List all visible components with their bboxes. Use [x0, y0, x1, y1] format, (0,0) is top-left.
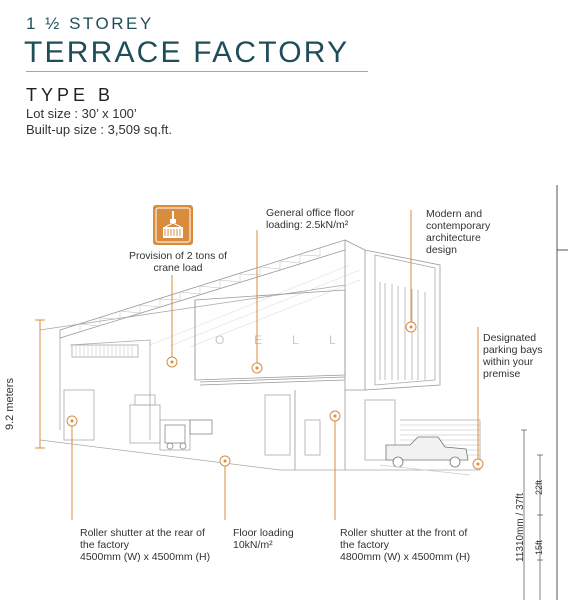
callout-line: General office floor: [266, 207, 355, 219]
callout-modern-design: Modern and contemporary architecture des…: [426, 208, 536, 256]
callout-line: the factory: [340, 539, 390, 551]
callout-floor-loading: Floor loading 10kN/m²: [233, 527, 323, 551]
callout-line: 10kN/m²: [233, 539, 273, 551]
height-dimension: 9.2 meters: [4, 378, 16, 430]
callout-line: 4800mm (W) x 4500mm (H): [340, 551, 471, 563]
storey-label: 1 ½ STOREY: [26, 14, 154, 33]
callout-line: Floor loading: [233, 527, 294, 539]
lower-dimension: 15ft: [534, 539, 544, 555]
callout-front-shutter: Roller shutter at the front of the facto…: [340, 527, 500, 563]
callout-line: Modern and: [426, 208, 483, 220]
svg-text:E: E: [254, 333, 262, 347]
side-dimension: 11310mm / 37ft: [515, 493, 526, 562]
type-label: TYPE B: [26, 85, 115, 105]
callout-line: Designated: [483, 332, 537, 344]
built-up-size: Built-up size : 3,509 sq.ft.: [26, 122, 172, 137]
callout-office-floor: General office floor loading: 2.5kN/m²: [266, 207, 406, 231]
callout-line: 4500mm (W) x 4500mm (H): [80, 551, 211, 563]
callout-parking: Designated parking bays within your prem…: [483, 332, 563, 380]
callout-line: loading: 2.5kN/m²: [266, 219, 349, 231]
callout-line: the factory: [80, 539, 130, 551]
callout-line: architecture: [426, 232, 481, 244]
callout-line: design: [426, 244, 457, 256]
upper-dimension: 22ft: [534, 479, 544, 495]
crane-load-icon: [153, 205, 193, 245]
callout-line: contemporary: [426, 220, 491, 232]
callout-crane-load: Provision of 2 tons of crane load: [124, 250, 232, 274]
callout-line: within your: [483, 356, 534, 368]
callout-line: premise: [483, 368, 521, 380]
page-title: TERRACE FACTORY: [24, 36, 350, 69]
callout-line: Roller shutter at the rear of: [80, 527, 205, 539]
callout-line: Provision of 2 tons of: [128, 250, 228, 262]
svg-text:L: L: [329, 333, 336, 347]
title-divider: [26, 71, 368, 72]
svg-text:O: O: [215, 333, 224, 347]
callout-line: parking bays: [483, 344, 543, 356]
callout-line: crane load: [153, 262, 203, 274]
callout-line: Roller shutter at the front of: [340, 527, 468, 539]
svg-text:L: L: [292, 333, 299, 347]
lot-size: Lot size : 30’ x 100’: [26, 106, 137, 121]
specs: Lot size : 30’ x 100’ Built-up size : 3,…: [26, 106, 172, 138]
callout-rear-shutter: Roller shutter at the rear of the factor…: [80, 527, 210, 563]
